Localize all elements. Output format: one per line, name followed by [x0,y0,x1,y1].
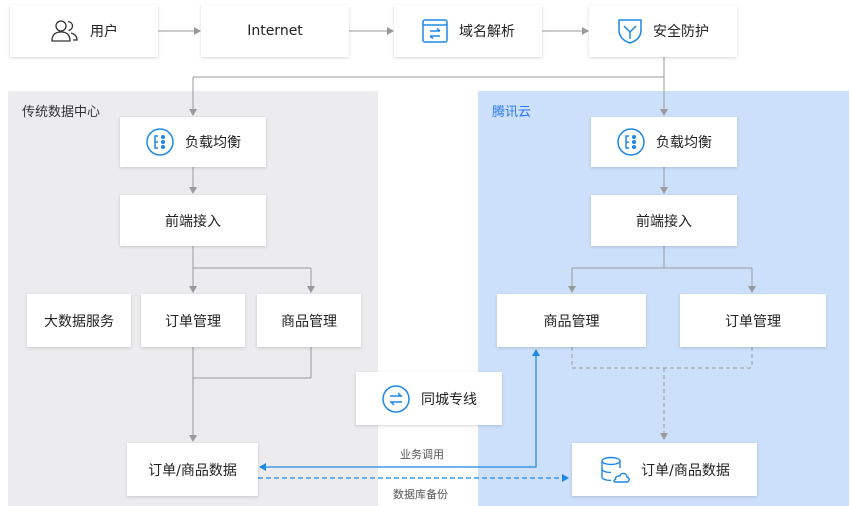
left-order-management-node[interactable]: 订单管理 [141,294,245,347]
right-order-management-label: 订单管理 [725,313,781,330]
user-label: 用户 [90,24,118,40]
right-load-balancer-node[interactable]: 负载均衡 [591,117,737,167]
users-icon [50,19,80,43]
internet-label: Internet [247,23,303,39]
dedicated-line-icon [381,384,411,414]
dedicated-line-node[interactable]: 同城专线 [356,372,502,425]
user-node[interactable]: 用户 [10,5,158,57]
security-node[interactable]: 安全防护 [589,5,737,57]
right-load-balancer-label: 负载均衡 [656,135,712,151]
right-frontend-node[interactable]: 前端接入 [591,195,737,246]
load-balancer-icon [145,127,175,157]
left-frontend-label: 前端接入 [165,213,221,230]
left-load-balancer-label: 负载均衡 [185,135,241,151]
dns-node[interactable]: 域名解析 [394,5,542,57]
left-order-management-label: 订单管理 [165,313,221,330]
dedicated-line-label: 同城专线 [421,391,477,408]
right-order-product-database-label: 订单/商品数据 [641,462,730,479]
business-call-label: 业务调用 [400,448,444,461]
region-title-tencent-cloud: 腾讯云 [492,105,532,120]
bigdata-service-label: 大数据服务 [44,313,114,330]
left-product-management-label: 商品管理 [281,313,337,330]
bigdata-service-node[interactable]: 大数据服务 [27,294,131,347]
right-order-product-database-node[interactable]: 订单/商品数据 [572,443,757,496]
left-load-balancer-node[interactable]: 负载均衡 [120,117,266,167]
left-order-product-database-node[interactable]: 订单/商品数据 [127,443,258,496]
cloud-database-icon [599,455,631,485]
right-frontend-label: 前端接入 [636,213,692,230]
shield-icon [617,17,643,45]
right-product-management-label: 商品管理 [543,313,600,330]
dns-label: 域名解析 [459,24,515,40]
db-backup-label: 数据库备份 [393,488,448,501]
region-title-datacenter: 传统数据中心 [22,105,101,120]
left-frontend-node[interactable]: 前端接入 [120,195,266,246]
left-product-management-node[interactable]: 商品管理 [257,294,361,347]
right-order-management-node[interactable]: 订单管理 [680,294,826,347]
left-order-product-database-label: 订单/商品数据 [148,462,237,479]
load-balancer-icon [616,127,646,157]
security-label: 安全防护 [653,24,709,40]
internet-node[interactable]: Internet [201,5,349,57]
dns-resolve-icon [421,18,449,44]
right-product-management-node[interactable]: 商品管理 [497,294,646,347]
